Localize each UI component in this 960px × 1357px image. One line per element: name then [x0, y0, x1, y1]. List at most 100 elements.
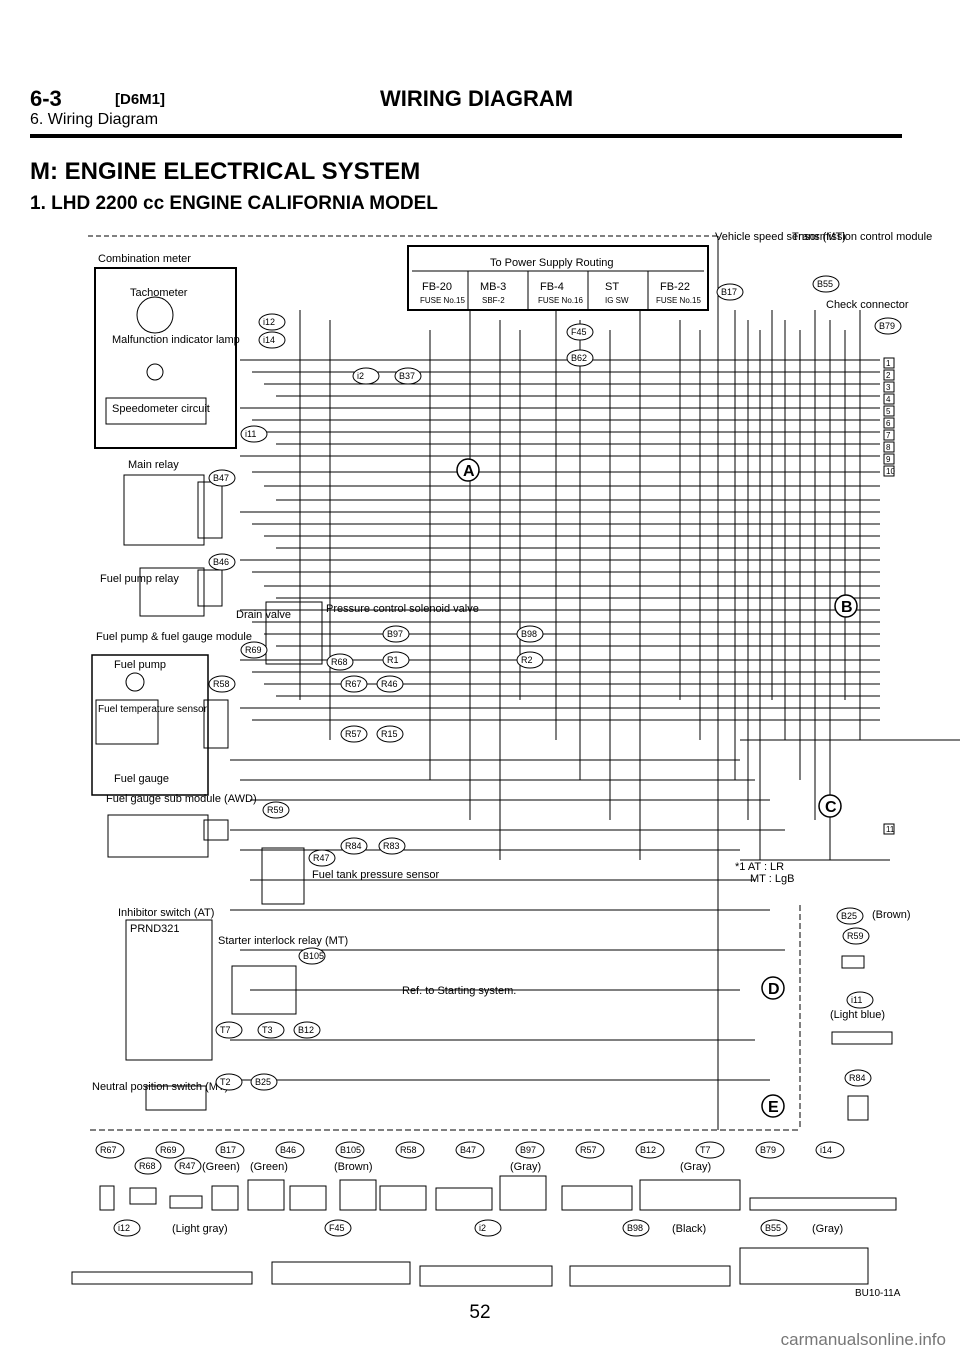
side-legend-bubble — [844, 1069, 872, 1087]
connector-bubble-label: R83 — [383, 841, 400, 851]
side-legend: (Brown) (Light blue) — [830, 909, 911, 1121]
connector-bubble — [394, 367, 422, 385]
legend-connector-box — [639, 1179, 741, 1211]
power-routing-box: To Power Supply Routing FB-20 FUSE No.15… — [407, 245, 709, 311]
connector-bubble — [240, 641, 268, 659]
fuel-gauge-sub-label: Fuel gauge sub module (AWD) — [106, 793, 257, 805]
connector-bubble — [293, 1021, 321, 1039]
connector-bubble-label: i11 — [245, 429, 256, 439]
legend-bubble-label: R58 — [400, 1145, 417, 1155]
terminal-number: 4 — [886, 395, 891, 404]
connector-bubble-label: B47 — [213, 473, 229, 483]
terminal-number: 10 — [886, 467, 895, 476]
connector-bubble-label: R1 — [387, 655, 399, 665]
legend-bubble-label: R67 — [100, 1145, 117, 1155]
connector-bubble-label: R47 — [313, 853, 330, 863]
side-legend-color: (Light blue) — [830, 1009, 885, 1021]
legend-connector-box — [247, 1179, 285, 1211]
fuse-col-name: FB-22 — [660, 281, 690, 293]
fuse-col-name: FB-20 — [422, 281, 452, 293]
connector-bubble — [382, 651, 410, 669]
legend-connector-box — [289, 1185, 327, 1211]
connector-bubble — [812, 275, 840, 293]
connector-bubble-label: i14 — [263, 335, 275, 345]
connector-bubble-label: T2 — [220, 1077, 231, 1087]
terminal-box — [883, 823, 895, 835]
legend-bubble-label: B98 — [627, 1223, 643, 1233]
ground-marker-circle — [818, 794, 842, 818]
side-legend-ref: B25 — [841, 911, 857, 921]
terminal-number: 11 — [886, 825, 895, 834]
connector-bubble — [378, 837, 406, 855]
header-code: 6-3 — [30, 86, 62, 111]
connector-bubble-label: R57 — [345, 729, 362, 739]
check-connector-label: Check connector — [826, 299, 909, 311]
terminal-number: 9 — [886, 455, 891, 464]
fuse-col-name: MB-3 — [480, 281, 506, 293]
legend-bubble-label: B55 — [765, 1223, 781, 1233]
speedometer-label: Speedometer circuit — [112, 403, 210, 415]
sub-title: 1. LHD 2200 cc ENGINE CALIFORNIA MODEL — [30, 193, 438, 214]
ground-marker-label: E — [768, 1099, 779, 1116]
legend-bubble — [474, 1219, 502, 1237]
legend-bubble — [335, 1141, 365, 1159]
connector-bubble — [340, 837, 368, 855]
vehicle-speed-sensor-label: Vehicle speed sensor (MT) — [715, 231, 846, 243]
legend-connector-box — [749, 1197, 897, 1211]
fuse-col-fuse: FUSE No.15 — [420, 296, 465, 305]
legend-bubble-label: R68 — [139, 1161, 156, 1171]
legend-color: (Black) — [672, 1223, 706, 1235]
fuse-col-name: FB-4 — [540, 281, 564, 293]
legend-bubble — [134, 1157, 162, 1175]
inhibitor-switch: Inhibitor switch (AT) PRND321 — [118, 907, 214, 1061]
connector-bubble — [382, 625, 410, 643]
connector-bubble-label: B46 — [213, 557, 229, 567]
legend-color: (Green) — [250, 1161, 288, 1173]
legend-bubble — [324, 1219, 352, 1237]
terminal-box — [883, 405, 895, 417]
connector-bubble — [566, 323, 594, 341]
legend-bubble-label: B47 — [460, 1145, 476, 1155]
legend-connector-boxes — [71, 1175, 897, 1287]
connector-bubble-label: R84 — [345, 841, 362, 851]
legend-bubble-label: B12 — [640, 1145, 656, 1155]
note: *1 AT : LR MT : LgB — [735, 861, 794, 885]
legend-color: (Gray) — [680, 1161, 711, 1173]
terminal-number: 2 — [886, 371, 891, 380]
legend-connector-box — [739, 1247, 869, 1285]
legend-connector-box — [569, 1265, 731, 1287]
connector-bubble-label: B12 — [298, 1025, 314, 1035]
connector-bubble-label: R58 — [213, 679, 230, 689]
legend-connector-box — [211, 1185, 239, 1211]
combination-meter: Combination meter Tachometer Malfunction… — [94, 253, 240, 449]
terminal-box — [883, 441, 895, 453]
connector-bubble-label: T3 — [262, 1025, 273, 1035]
main-relay-label: Main relay — [128, 459, 179, 471]
connector-bubble — [874, 317, 902, 335]
fuel-gauge-label: Fuel gauge — [114, 773, 169, 785]
fuse-col-fuse: SBF-2 — [482, 296, 505, 305]
legend-bubble — [695, 1141, 725, 1159]
legend-bubble-label: B46 — [280, 1145, 296, 1155]
fuel-pump-relay: Fuel pump relay — [100, 567, 223, 617]
legend-bubble — [155, 1141, 185, 1159]
page-number: 52 — [469, 1302, 491, 1323]
connector-bubble — [257, 1021, 285, 1039]
connector-bubble-label: F45 — [571, 327, 587, 337]
connector-bubble — [352, 367, 380, 385]
header-title: WIRING DIAGRAM — [380, 86, 574, 111]
connector-bubble-label: R46 — [381, 679, 398, 689]
legend-connector-box — [435, 1187, 493, 1211]
side-legend-ref: R84 — [849, 1073, 866, 1083]
fuse-col-fuse: IG SW — [605, 296, 629, 305]
legend-bubble-label: B79 — [760, 1145, 776, 1155]
inhibitor-positions: PRND321 — [130, 923, 180, 935]
legend-connector-box — [339, 1179, 377, 1211]
ground-marker-label: D — [768, 981, 780, 998]
connector-bubble-label: B97 — [387, 629, 403, 639]
side-legend-ref: i11 — [851, 995, 862, 1005]
